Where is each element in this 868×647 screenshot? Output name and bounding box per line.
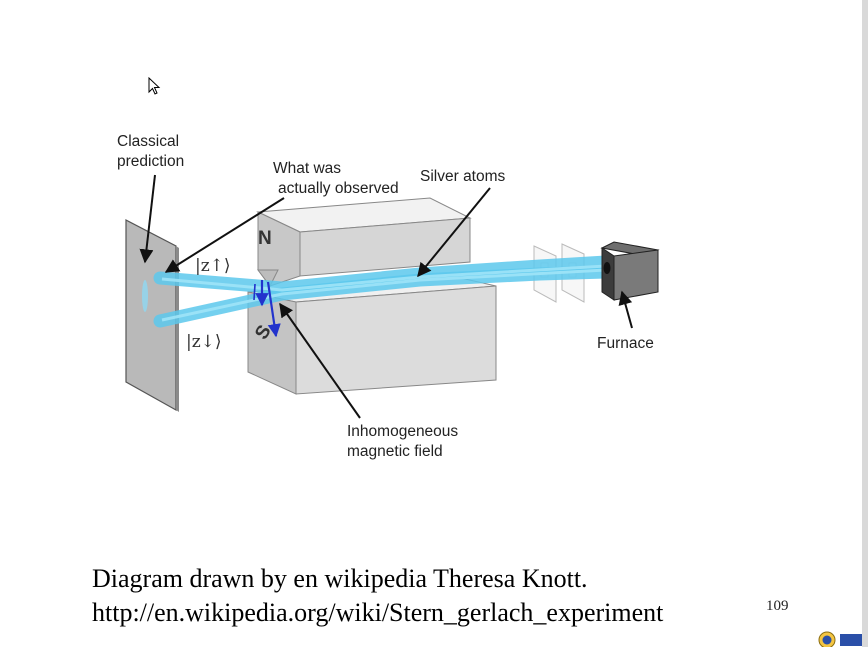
furnace <box>600 241 660 301</box>
observed-label-line2: actually observed <box>278 180 399 197</box>
institution-logo <box>818 631 862 647</box>
spin-down-ket: |z↓⟩ <box>186 332 222 352</box>
caption-url: http://en.wikipedia.org/wiki/Stern_gerla… <box>92 598 664 627</box>
magnetic-field-label-line1: Inhomogeneous <box>347 423 458 440</box>
north-magnet <box>256 197 472 287</box>
magnetic-field-label-line2: magnetic field <box>347 443 443 460</box>
classical-prediction-label-line1: Classical <box>117 133 179 150</box>
page-number: 109 <box>766 598 789 614</box>
field-arrows <box>253 280 281 338</box>
pointer-arrows <box>139 174 633 419</box>
slide-caption: Diagram drawn by en wikipedia Theresa Kn… <box>92 562 792 630</box>
silver-atoms-label: Silver atoms <box>420 168 506 185</box>
spin-up-ket: |z↑⟩ <box>195 256 231 276</box>
stern-gerlach-diagram: N S |z↑⟩ |z↓⟩ Classical prediction What … <box>117 133 660 460</box>
detector-screen <box>125 219 179 412</box>
furnace-label: Furnace <box>597 335 654 352</box>
caption-credit: Diagram drawn by en wikipedia Theresa Kn… <box>92 564 588 593</box>
classical-smear <box>142 280 148 312</box>
observed-label-line1: What was <box>273 160 341 177</box>
mouse-cursor-icon <box>148 77 161 95</box>
classical-prediction-label-line2: prediction <box>117 153 184 170</box>
right-edge-bar <box>862 0 868 647</box>
north-pole-label: N <box>258 228 272 249</box>
